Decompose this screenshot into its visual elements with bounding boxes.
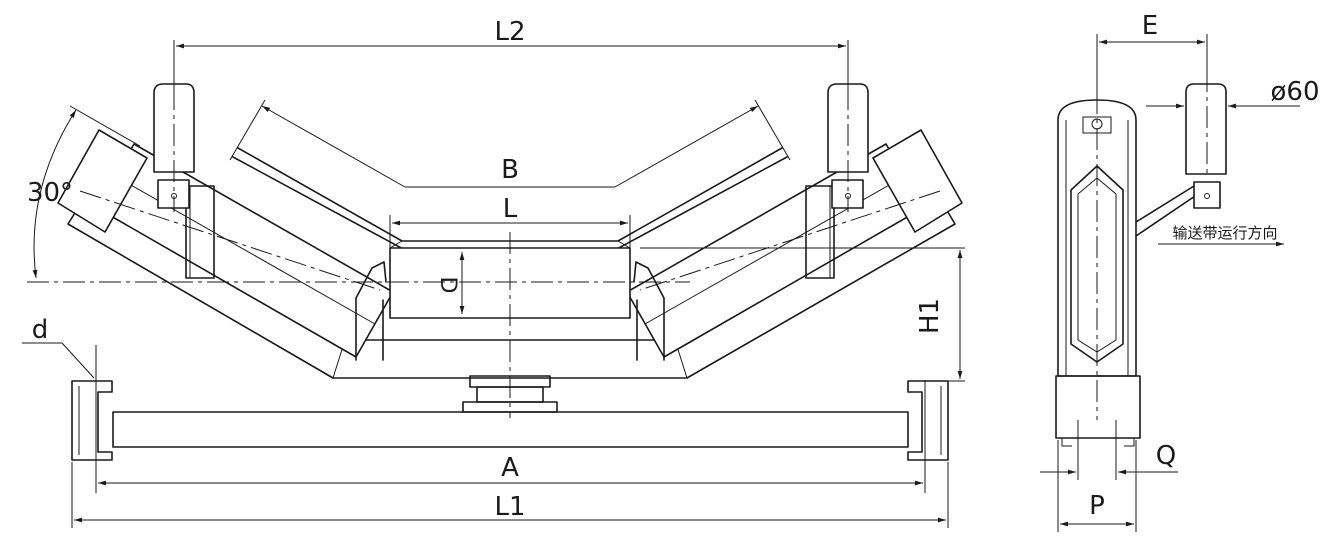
side-brackets: [185, 185, 835, 279]
label-h1: H1: [915, 298, 945, 334]
front-view: L2 B L D H1 d 30° A L1: [22, 17, 965, 528]
label-angle: 30°: [27, 178, 73, 208]
label-belt-direction: 输送带运行方向: [1172, 224, 1277, 242]
label-e: E: [1142, 11, 1158, 41]
label-phi60: ø60: [1271, 77, 1320, 107]
side-foot: [1055, 375, 1141, 447]
label-d-roller: D: [435, 277, 460, 294]
centerlines: [27, 88, 941, 418]
label-d-hole: d: [32, 315, 49, 345]
right-wing-roller: [626, 129, 963, 358]
label-p: P: [1089, 491, 1105, 521]
label-l1: L1: [494, 492, 525, 522]
label-l: L: [503, 194, 518, 224]
dimension-lines: [22, 40, 965, 528]
side-view: E ø60 输送带运行方向 Q P: [1040, 11, 1320, 532]
label-a: A: [501, 453, 519, 483]
label-b: B: [501, 155, 519, 185]
side-arm: [1135, 83, 1227, 237]
inner-brackets: [355, 261, 665, 361]
side-frame: [1057, 99, 1137, 377]
left-wing-roller: [57, 129, 394, 358]
vertical-guide-rollers: [153, 83, 869, 209]
label-l2: L2: [494, 17, 525, 47]
side-dimensions: [1040, 34, 1300, 532]
label-q: Q: [1156, 441, 1176, 471]
